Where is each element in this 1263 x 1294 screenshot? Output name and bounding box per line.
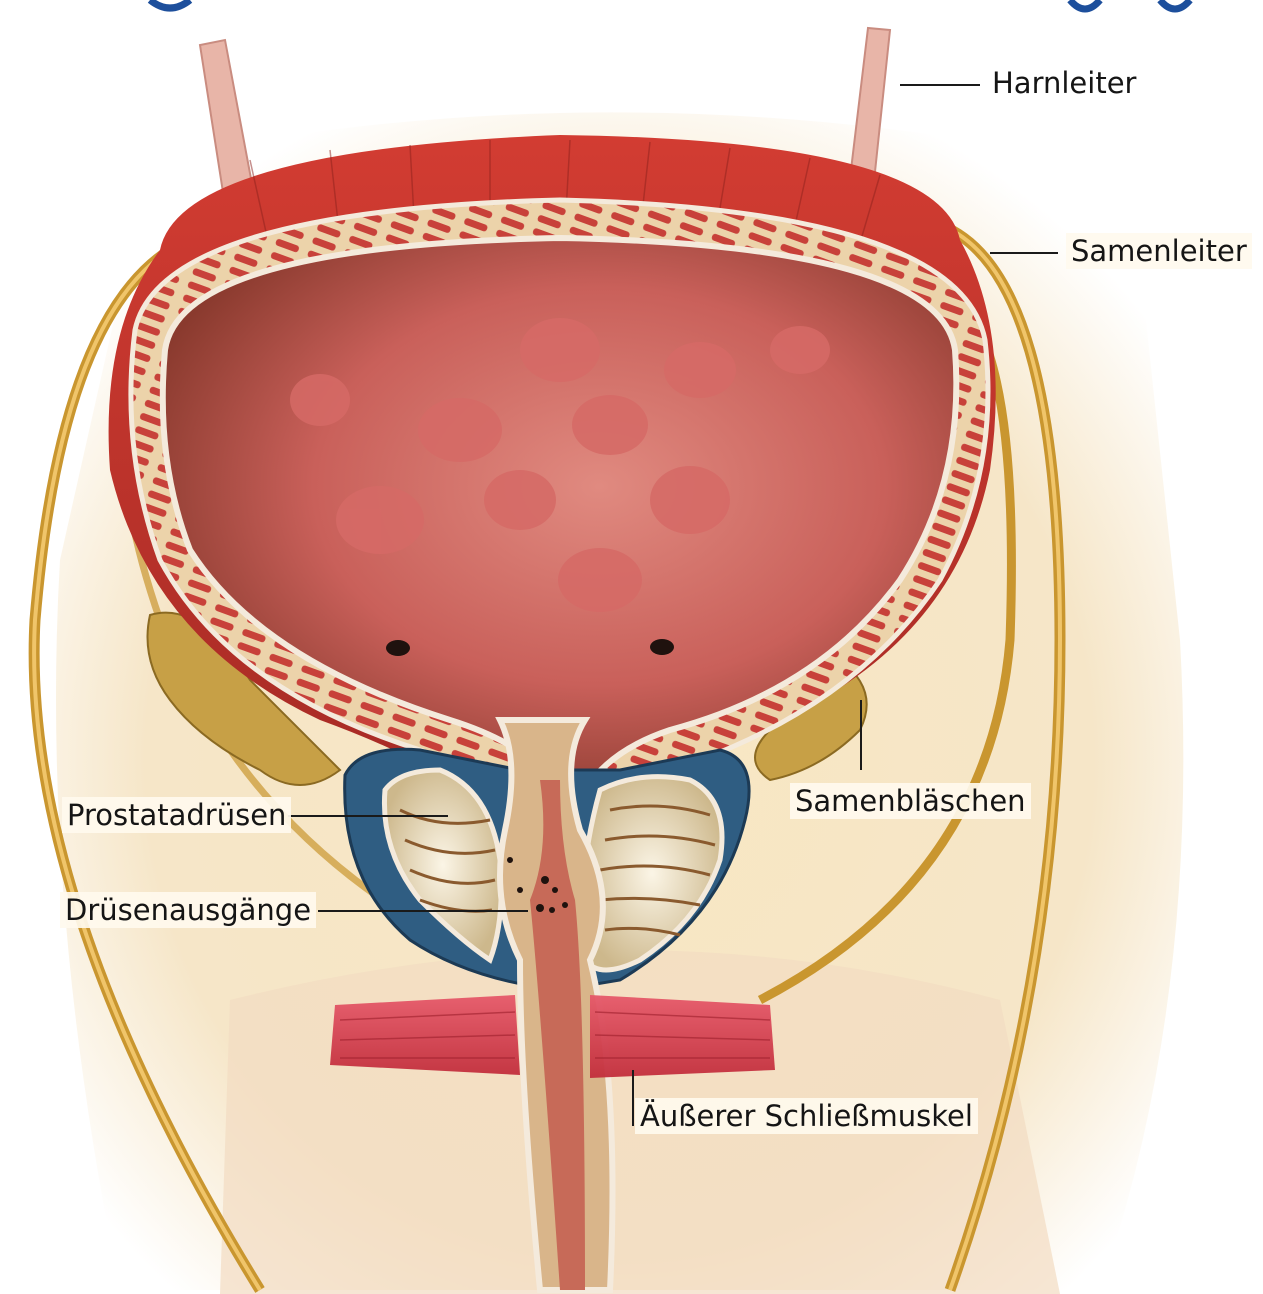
label-prostate-glands: Prostatadrüsen	[62, 797, 291, 833]
leader-prostate-glands	[288, 815, 448, 817]
right-ureteric-orifice	[650, 639, 674, 655]
label-gland-outlets: Drüsenausgänge	[60, 892, 316, 928]
leader-external-sphincter	[632, 1070, 634, 1126]
left-ureteric-orifice	[386, 640, 410, 656]
leader-gland-outlets	[318, 910, 528, 912]
external-sphincter-right	[590, 995, 775, 1078]
leader-vas-deferens	[990, 252, 1058, 254]
label-vas-deferens: Samenleiter	[1066, 233, 1252, 269]
label-ureter: Harnleiter	[987, 65, 1141, 101]
label-external-sphincter: Äußerer Schließmuskel	[635, 1098, 978, 1134]
leader-ureter	[900, 84, 980, 86]
leader-seminal-vesicles	[860, 700, 862, 770]
label-seminal-vesicles: Samenbläschen	[790, 783, 1031, 819]
